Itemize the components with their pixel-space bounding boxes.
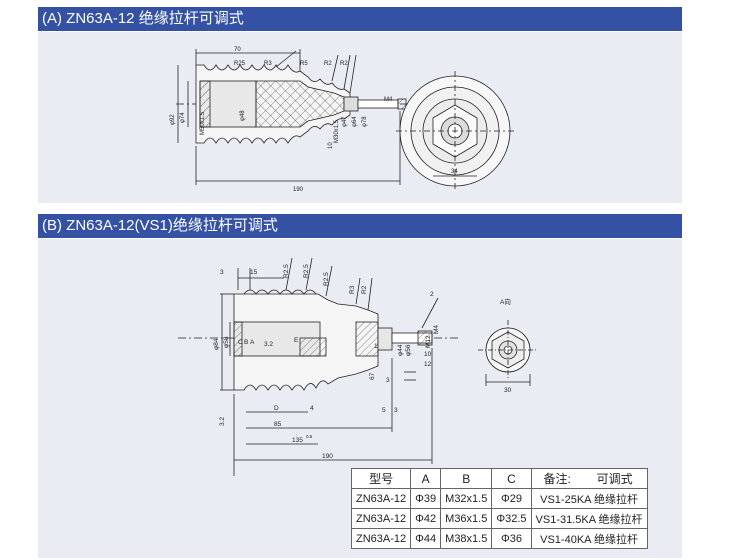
dim-b-67: 67	[369, 372, 376, 380]
dim-b-32: 3.2	[264, 341, 273, 348]
dim-a-r25: R25	[234, 61, 246, 67]
dim-b-12: 12	[424, 361, 432, 368]
drawing-a: 70 R25 R3 R5 R2 R2 φ92 φ74 M50x1.5 φ48 M…	[170, 47, 514, 193]
dim-a-d47: φ47	[342, 116, 348, 127]
drawing-b: 3 15 R2.5 R2.5 R2.5 R3 R2 2 φ84 φ58 C B …	[178, 257, 538, 476]
section-b-header: (B) ZN63A-12(VS1)绝缘拉杆可调式	[38, 214, 682, 239]
dim-b-r3: R3	[349, 285, 356, 294]
dim-b-r25a: R2.5	[283, 264, 290, 278]
section-b-title: (B) ZN63A-12(VS1)绝缘拉杆可调式	[42, 217, 278, 234]
dim-b-10: 10	[424, 351, 432, 358]
dim-b-1: 1	[374, 343, 378, 350]
cell-a: Φ44	[410, 528, 442, 549]
section-a-header: (A) ZN63A-12 绝缘拉杆可调式	[38, 7, 682, 32]
table-row: ZN63A-12 Φ44 M38x1.5 Φ36 VS1-40KA 绝缘拉杆	[350, 528, 648, 549]
cell-a: Φ39	[410, 488, 442, 509]
dim-b-d58: φ58	[223, 336, 230, 348]
dim-b-a: A	[250, 339, 255, 346]
cell-c: Φ32.5	[491, 508, 532, 529]
header-adjustable: 可调式	[582, 468, 648, 489]
cell-b: M38x1.5	[440, 528, 493, 549]
spec-table: 型号 A B C 备注: 可调式 ZN63A-12 Φ39 M32x1.5 Φ2…	[350, 468, 648, 549]
dim-b-r25c: R2.5	[323, 272, 330, 286]
cell-remark: VS1-25KA 绝缘拉杆	[530, 488, 648, 509]
dim-b-c: C	[238, 339, 243, 346]
table-header-row: 型号 A B C 备注: 可调式	[350, 468, 648, 489]
dim-b-d: D	[274, 405, 279, 412]
dim-b-15: 15	[250, 269, 258, 276]
dim-b-r2: R2	[361, 285, 368, 294]
section-a-panel: (A) ZN63A-12 绝缘拉杆可调式	[38, 7, 682, 203]
dim-a-m30: M30x1.5	[334, 119, 340, 143]
cell-remark: VS1-31.5KA 绝缘拉杆	[530, 508, 648, 529]
dim-b-tol: 0.5	[306, 434, 313, 439]
dim-a-d78: φ78	[362, 116, 368, 127]
header-a: A	[410, 468, 442, 489]
dim-b-32b: 3.2	[219, 417, 226, 426]
cell-model: ZN63A-12	[350, 488, 412, 509]
dim-a-r5: R5	[300, 61, 308, 67]
dim-b-m12: M12	[425, 335, 432, 348]
header-model: 型号	[350, 468, 412, 489]
dim-a-d74: φ74	[180, 112, 186, 123]
cell-b: M36x1.5	[440, 508, 493, 529]
dim-b-aview: A向	[500, 297, 511, 306]
dim-b-r25b: R2.5	[303, 264, 310, 278]
header-remark-label: 备注:	[543, 472, 571, 486]
header-b: B	[440, 468, 493, 489]
dim-a-d92: φ92	[170, 114, 176, 125]
dim-a-m50: M50x1.5	[200, 111, 206, 135]
dim-b-190: 190	[322, 453, 333, 460]
cell-c: Φ29	[491, 488, 532, 509]
dim-b-85: 85	[274, 421, 282, 428]
dim-a-r2b: R2	[340, 61, 348, 67]
dim-a-d48: φ48	[240, 110, 246, 121]
dim-b-d44: φ44	[397, 344, 404, 356]
dim-b-3: 3	[220, 269, 224, 276]
dim-a-d64: φ64	[352, 116, 358, 127]
dim-a-r3: R3	[264, 61, 272, 67]
dim-b-e: E	[294, 337, 299, 344]
cell-model: ZN63A-12	[350, 528, 412, 549]
dim-b-135: 135	[292, 437, 303, 444]
dim-a-34: 34	[451, 169, 458, 175]
cell-b: M32x1.5	[440, 488, 493, 509]
dim-a-m4: M4	[384, 97, 393, 103]
dim-a-70: 70	[234, 47, 241, 53]
dim-a-190: 190	[293, 187, 304, 193]
dim-a-10: 10	[328, 142, 334, 149]
dim-b-3b: 3	[394, 407, 398, 414]
cell-remark: VS1-40KA 绝缘拉杆	[530, 528, 648, 549]
dim-b-30: 30	[504, 387, 512, 394]
end-view-b	[478, 320, 538, 386]
cell-a: Φ42	[410, 508, 442, 529]
header-remark: 备注:	[530, 468, 583, 489]
dim-b-5: 5	[382, 407, 386, 414]
dim-b-d56: φ56	[405, 344, 412, 356]
dim-b-3c: 3	[386, 377, 390, 384]
dim-a-r2a: R2	[324, 61, 332, 67]
dim-b-b: B	[244, 339, 248, 346]
dim-b-2: 2	[430, 291, 434, 298]
dim-b-4: 4	[310, 405, 314, 412]
dim-b-m4: M4	[433, 325, 440, 334]
end-view-a	[396, 71, 514, 191]
table-row: ZN63A-12 Φ39 M32x1.5 Φ29 VS1-25KA 绝缘拉杆	[350, 488, 648, 509]
section-a-title: (A) ZN63A-12 绝缘拉杆可调式	[42, 10, 244, 27]
dim-b-d84: φ84	[213, 338, 220, 350]
cell-c: Φ36	[491, 528, 532, 549]
header-c: C	[491, 468, 532, 489]
cell-model: ZN63A-12	[350, 508, 412, 529]
table-row: ZN63A-12 Φ42 M36x1.5 Φ32.5 VS1-31.5KA 绝缘…	[350, 508, 648, 529]
header-adjustable-label: 可调式	[596, 472, 633, 486]
